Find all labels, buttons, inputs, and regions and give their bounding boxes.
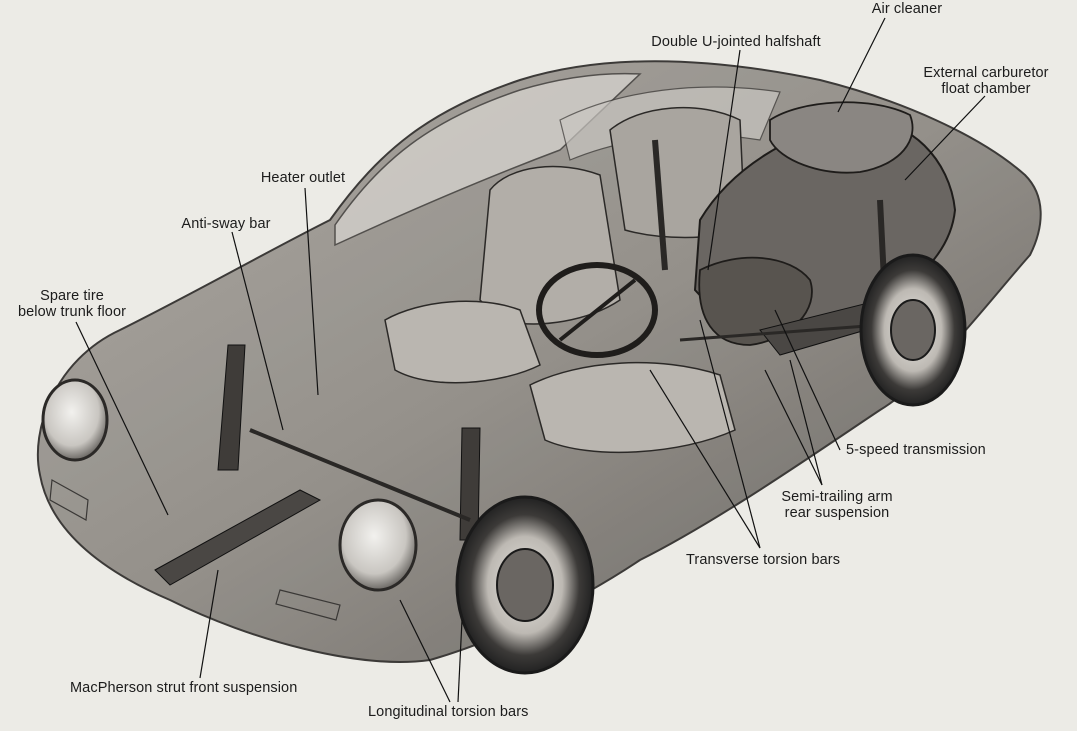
front-strut-left — [217, 344, 246, 471]
label-external-carburetor: External carburetor float chamber — [923, 65, 1049, 97]
label-heater-outlet: Heater outlet — [260, 170, 346, 186]
leader-lines — [75, 17, 986, 703]
label-spare-tire: Spare tire below trunk floor — [17, 288, 127, 320]
front-grille-right — [275, 589, 341, 621]
label-longitudinal-torsion-bars: Longitudinal torsion bars — [368, 704, 529, 720]
front-seat-cushion-left — [384, 300, 541, 384]
label-anti-sway-bar: Anti-sway bar — [181, 216, 271, 232]
air-cleaner-housing — [769, 101, 914, 174]
front-grille-left — [49, 479, 89, 521]
windshield — [334, 72, 642, 247]
transmission-housing — [698, 256, 813, 346]
steering-wheel — [536, 262, 658, 358]
label-double-u-jointed-halfshaft: Double U-jointed halfshaft — [651, 34, 821, 50]
label-5-speed-transmission: 5-speed transmission — [846, 442, 986, 458]
front-wishbone — [154, 489, 322, 586]
label-semi-trailing-arm: Semi-trailing arm rear suspension — [781, 489, 893, 521]
label-air-cleaner: Air cleaner — [871, 1, 943, 17]
label-macpherson-strut: MacPherson strut front suspension — [70, 680, 298, 696]
front-seat-left — [479, 165, 621, 325]
label-transverse-torsion-bars: Transverse torsion bars — [686, 552, 841, 568]
headlamp-left — [41, 378, 109, 462]
anti-sway-bar-shape — [249, 428, 471, 522]
front-seat-cushion-right — [529, 361, 736, 454]
headlamp-right — [338, 498, 418, 592]
